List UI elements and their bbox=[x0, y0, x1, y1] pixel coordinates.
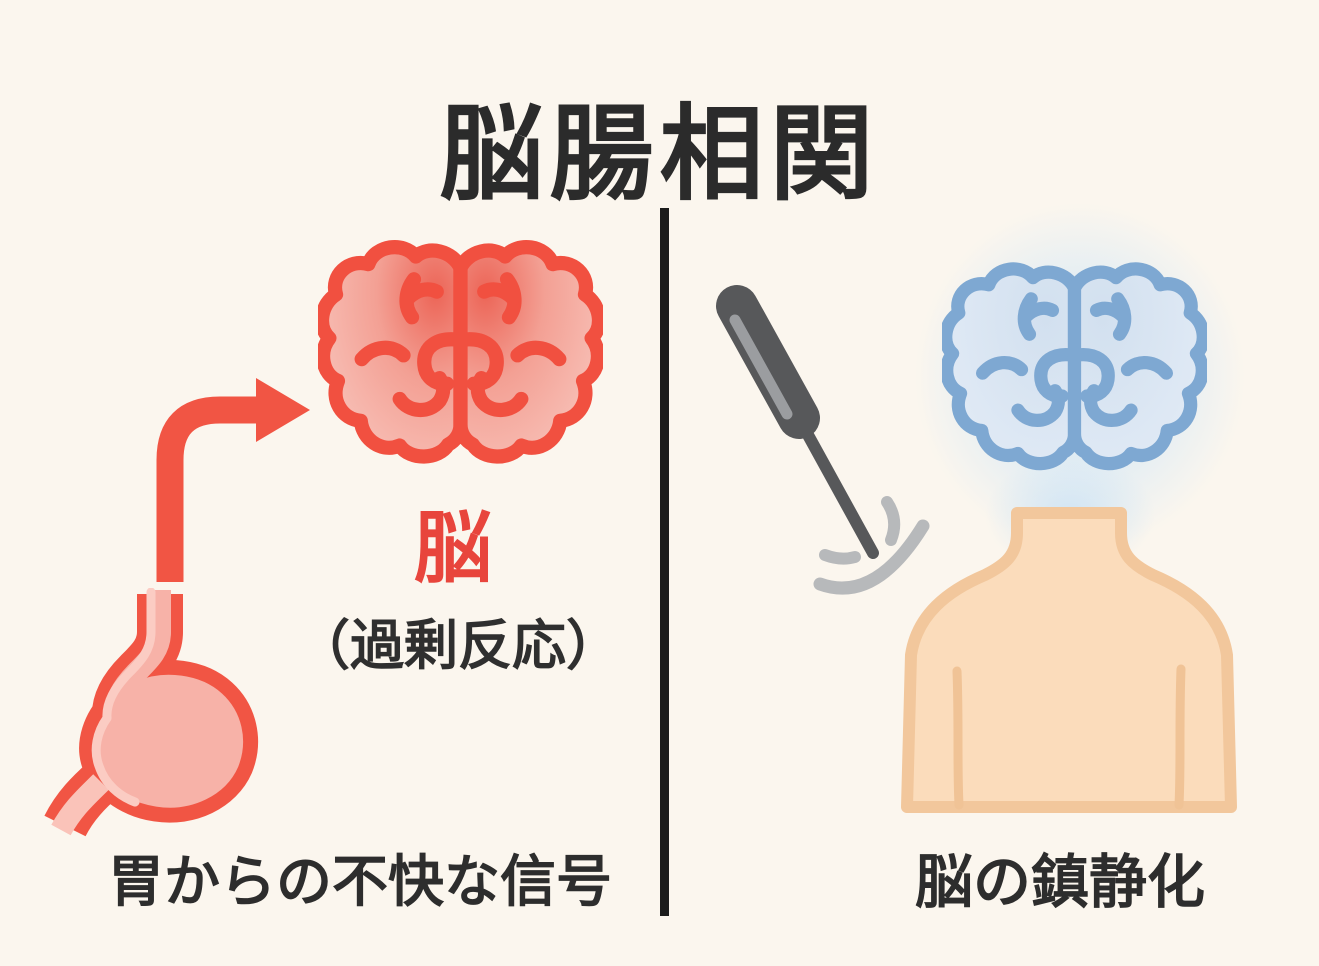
curved-arrow-icon bbox=[156, 378, 310, 582]
page-title: 脳腸相関 bbox=[439, 96, 880, 213]
red-brain-icon bbox=[318, 228, 603, 475]
left-caption: 胃からの不快な信号 bbox=[108, 850, 612, 913]
brain-overreaction-sublabel: （過剰反応） bbox=[296, 616, 620, 676]
stomach-icon bbox=[44, 588, 259, 837]
vibration-arcs-icon bbox=[813, 496, 930, 595]
brain-overreaction-label: 脳 bbox=[413, 504, 492, 592]
right-caption: 脳の鎮静化 bbox=[914, 850, 1205, 915]
arm-crease-lines bbox=[952, 664, 1186, 810]
center-divider bbox=[660, 208, 669, 916]
torso-icon bbox=[901, 507, 1237, 813]
acupuncture-needle-icon bbox=[716, 285, 930, 595]
blue-brain-icon bbox=[942, 240, 1207, 492]
